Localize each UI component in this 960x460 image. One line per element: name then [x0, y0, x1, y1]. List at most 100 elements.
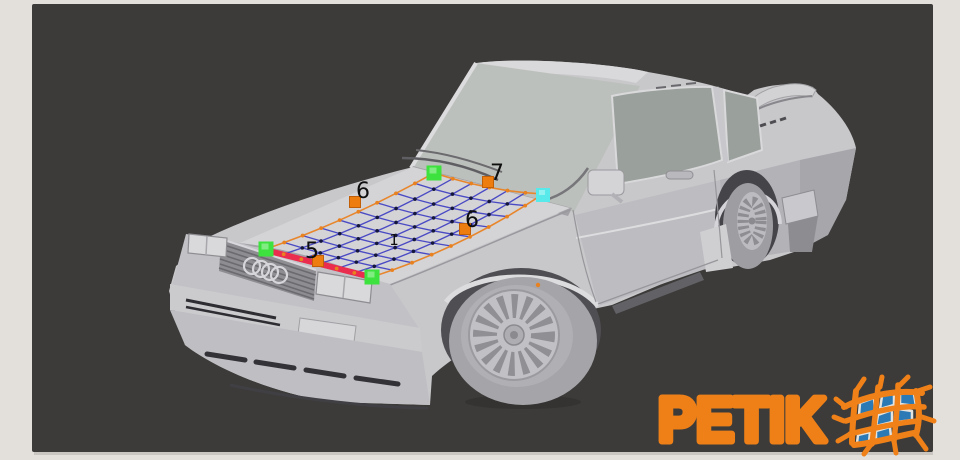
border-node[interactable] — [523, 203, 528, 208]
mesh-node[interactable] — [356, 223, 361, 228]
mesh-node[interactable] — [431, 216, 436, 220]
mesh-node[interactable] — [412, 237, 417, 242]
border-node[interactable] — [299, 257, 304, 262]
mesh-line — [354, 192, 526, 274]
mesh-node[interactable] — [393, 245, 397, 250]
edge-handle-1[interactable] — [482, 176, 494, 188]
door-handle — [665, 170, 694, 180]
control-corner-left[interactable] — [258, 241, 274, 257]
mesh-node[interactable] — [355, 249, 360, 253]
mesh-node[interactable] — [431, 202, 436, 206]
headlight-right-divider — [342, 275, 346, 299]
control-corner-top-highlight — [429, 167, 437, 174]
front-wheel — [441, 268, 601, 409]
border-node[interactable] — [505, 214, 509, 219]
mesh-node[interactable] — [450, 206, 455, 211]
mesh-line — [336, 190, 508, 270]
edge-handle-label: 6 — [465, 208, 479, 233]
border-node[interactable] — [394, 191, 398, 196]
net-icon-spikes — [831, 374, 937, 457]
mesh-node[interactable] — [374, 241, 379, 246]
mesh-line — [283, 178, 454, 255]
border-node[interactable] — [300, 233, 305, 238]
border-node[interactable] — [282, 240, 287, 245]
border-node[interactable] — [505, 188, 510, 193]
edge-handle-2[interactable] — [459, 223, 471, 235]
mesh-node[interactable] — [375, 215, 380, 220]
border-node[interactable] — [413, 181, 417, 186]
mesh-border — [371, 193, 544, 278]
mesh-node[interactable] — [413, 197, 417, 201]
mesh-node[interactable] — [394, 220, 398, 225]
logo-text: PETIK — [658, 386, 826, 455]
net-icon-web — [841, 382, 927, 448]
stray-vertex-dot[interactable] — [535, 282, 541, 288]
front-bumper — [170, 284, 422, 352]
mesh-node[interactable] — [373, 253, 378, 257]
audi-rings — [242, 256, 289, 285]
door-panel — [575, 180, 726, 306]
mesh-node[interactable] — [505, 202, 510, 206]
border-node[interactable] — [523, 190, 528, 195]
b-pillar — [713, 86, 729, 163]
mesh-node[interactable] — [394, 206, 398, 211]
mesh-node[interactable] — [336, 255, 341, 260]
border-node[interactable] — [429, 252, 434, 257]
mesh-node[interactable] — [337, 244, 342, 248]
border-node[interactable] — [449, 244, 453, 248]
mesh-node[interactable] — [432, 187, 436, 191]
mesh-node[interactable] — [356, 236, 361, 241]
mesh-node[interactable] — [393, 233, 398, 238]
border-node[interactable] — [390, 268, 395, 273]
control-corner-right[interactable] — [536, 188, 550, 202]
mesh-node[interactable] — [468, 210, 473, 214]
border-node[interactable] — [356, 209, 361, 214]
border-node[interactable] — [281, 252, 286, 257]
headlight-left-divider — [205, 235, 208, 256]
mesh-node[interactable] — [487, 199, 492, 204]
mesh-node[interactable] — [431, 229, 436, 233]
mirror-stalk — [610, 192, 624, 204]
border-node[interactable] — [450, 176, 455, 181]
mesh-node[interactable] — [412, 225, 417, 229]
mesh-node[interactable] — [318, 251, 323, 255]
mesh-node[interactable] — [319, 239, 323, 243]
border-node[interactable] — [337, 218, 342, 223]
mesh-node[interactable] — [430, 241, 435, 245]
vertex-label: 1 — [389, 231, 399, 249]
mesh-border — [265, 172, 435, 250]
mesh-node[interactable] — [375, 229, 379, 233]
border-node[interactable] — [375, 200, 380, 205]
mesh-node[interactable] — [469, 196, 473, 200]
side-mirror — [587, 169, 625, 196]
border-node[interactable] — [319, 226, 324, 231]
mesh-node[interactable] — [413, 211, 417, 216]
border-node[interactable] — [334, 266, 339, 271]
mesh-node[interactable] — [354, 260, 359, 264]
mesh-node[interactable] — [372, 264, 377, 269]
edge-handle-label: 7 — [490, 161, 504, 186]
control-corner-top[interactable] — [426, 165, 442, 181]
border-node[interactable] — [486, 225, 491, 229]
front-wheel-spokes — [473, 294, 555, 376]
border-node[interactable] — [468, 234, 472, 239]
car-hood — [240, 167, 570, 284]
mesh-node[interactable] — [450, 192, 455, 196]
mesh-node[interactable] — [449, 232, 454, 236]
car-roof — [470, 60, 648, 83]
edge-handle-0[interactable] — [349, 196, 361, 208]
control-corner-bottom[interactable] — [364, 269, 380, 285]
mesh-node[interactable] — [487, 212, 491, 217]
edge-handle-3[interactable] — [312, 255, 324, 267]
border-node[interactable] — [410, 260, 414, 265]
mesh-node[interactable] — [450, 219, 454, 224]
border-node[interactable] — [352, 270, 357, 275]
mesh-node[interactable] — [337, 231, 342, 236]
rear-fender-lip — [700, 224, 733, 272]
mesh-node[interactable] — [411, 249, 416, 254]
mesh-node[interactable] — [300, 246, 305, 250]
headlight-left — [187, 233, 228, 258]
mesh-node[interactable] — [392, 257, 396, 261]
border-node[interactable] — [469, 181, 474, 186]
